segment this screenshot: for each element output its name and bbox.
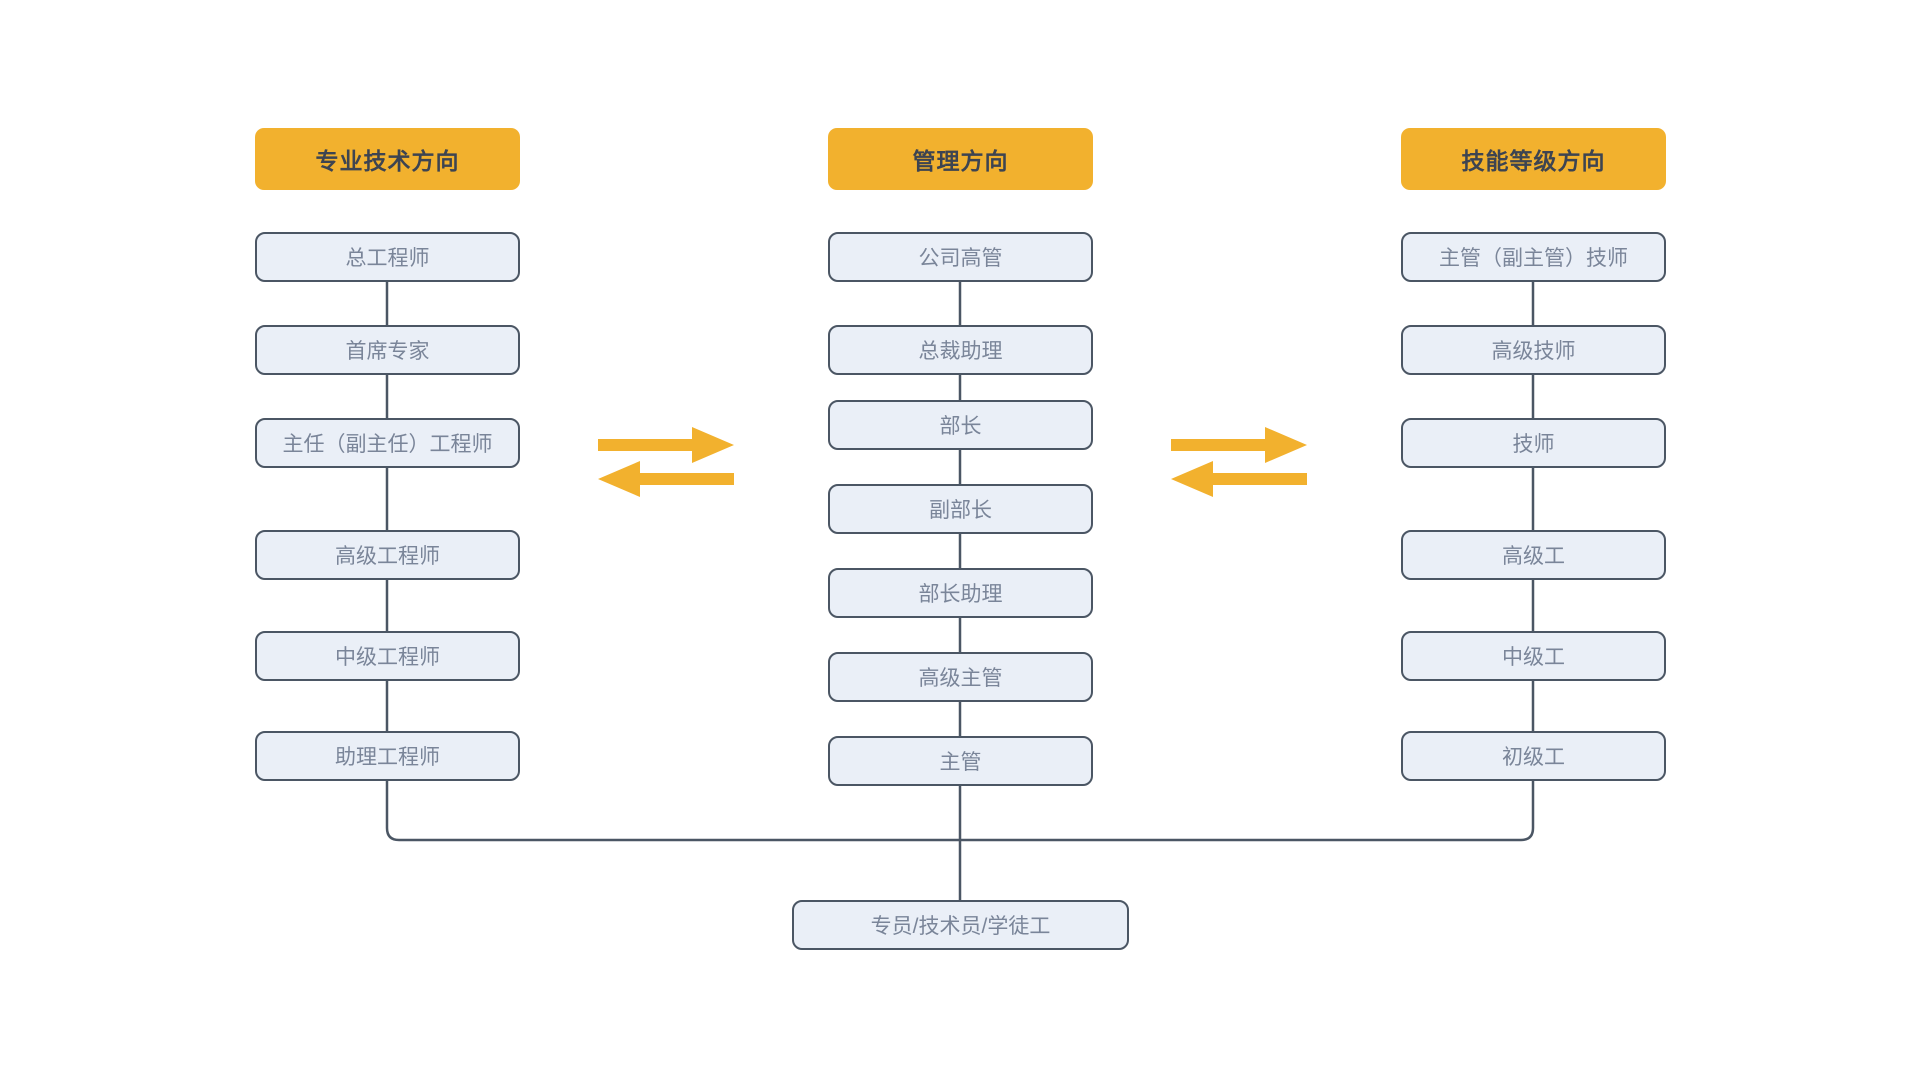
node-technical-5[interactable]: 助理工程师 xyxy=(255,731,520,781)
node-label: 初级工 xyxy=(1502,746,1565,769)
node-label: 部长 xyxy=(939,415,982,438)
node-skill-1[interactable]: 高级技师 xyxy=(1401,325,1666,375)
node-management-0[interactable]: 公司高管 xyxy=(828,232,1093,282)
node-label: 助理工程师 xyxy=(335,746,440,769)
node-management-6[interactable]: 主管 xyxy=(828,736,1093,786)
node-skill-4[interactable]: 中级工 xyxy=(1401,631,1666,681)
column-header-skill: 技能等级方向 xyxy=(1401,128,1666,190)
column-header-skill-label: 技能等级方向 xyxy=(1461,148,1606,174)
node-management-3[interactable]: 副部长 xyxy=(828,484,1093,534)
node-technical-2[interactable]: 主任（副主任）工程师 xyxy=(255,418,520,468)
exchange-arrows-technical-management xyxy=(596,425,736,499)
node-skill-5[interactable]: 初级工 xyxy=(1401,731,1666,781)
arrow-left-icon xyxy=(598,461,734,497)
node-skill-2[interactable]: 技师 xyxy=(1401,418,1666,468)
node-label: 公司高管 xyxy=(918,247,1003,270)
node-technical-0[interactable]: 总工程师 xyxy=(255,232,520,282)
arrow-right-icon xyxy=(1171,427,1307,463)
node-label: 主管 xyxy=(939,751,982,774)
arrow-left-icon xyxy=(1171,461,1307,497)
exchange-arrows-management-skill xyxy=(1169,425,1309,499)
node-entry-level[interactable]: 专员/技术员/学徒工 xyxy=(792,900,1129,950)
node-label: 专员/技术员/学徒工 xyxy=(870,915,1051,938)
node-skill-0[interactable]: 主管（副主管）技师 xyxy=(1401,232,1666,282)
node-management-2[interactable]: 部长 xyxy=(828,400,1093,450)
node-label: 总工程师 xyxy=(345,247,430,270)
column-header-management-label: 管理方向 xyxy=(912,148,1009,174)
node-management-1[interactable]: 总裁助理 xyxy=(828,325,1093,375)
node-label: 首席专家 xyxy=(345,340,430,363)
node-technical-1[interactable]: 首席专家 xyxy=(255,325,520,375)
node-label: 技师 xyxy=(1512,433,1555,456)
node-skill-3[interactable]: 高级工 xyxy=(1401,530,1666,580)
node-label: 副部长 xyxy=(929,499,992,522)
column-header-management: 管理方向 xyxy=(828,128,1093,190)
node-label: 中级工 xyxy=(1502,646,1565,669)
node-label: 总裁助理 xyxy=(918,340,1003,363)
node-technical-3[interactable]: 高级工程师 xyxy=(255,530,520,580)
node-label: 高级技师 xyxy=(1491,340,1576,363)
column-header-technical: 专业技术方向 xyxy=(255,128,520,190)
node-label: 部长助理 xyxy=(918,583,1003,606)
node-label: 主任（副主任）工程师 xyxy=(282,433,493,456)
node-label: 中级工程师 xyxy=(335,646,440,669)
node-technical-4[interactable]: 中级工程师 xyxy=(255,631,520,681)
node-label: 高级工 xyxy=(1502,545,1565,568)
node-label: 主管（副主管）技师 xyxy=(1439,247,1628,270)
arrow-right-icon xyxy=(598,427,734,463)
column-header-technical-label: 专业技术方向 xyxy=(315,148,460,174)
node-management-4[interactable]: 部长助理 xyxy=(828,568,1093,618)
node-label: 高级主管 xyxy=(918,667,1003,690)
node-management-5[interactable]: 高级主管 xyxy=(828,652,1093,702)
node-label: 高级工程师 xyxy=(335,545,440,568)
